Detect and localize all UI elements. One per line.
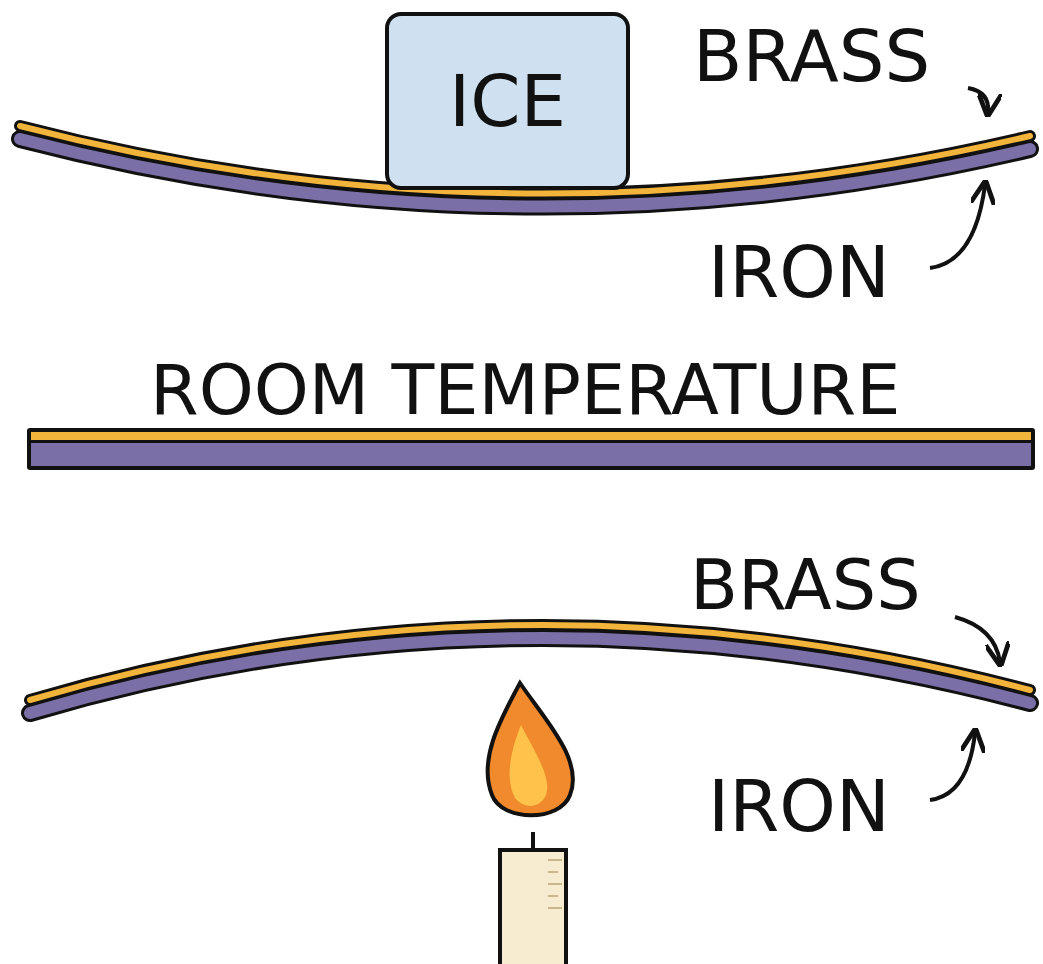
leader-arrow (930, 733, 975, 800)
bimetal-strip-room (27, 428, 1035, 470)
part-label: IRON (708, 236, 890, 308)
part-label: BRASS (693, 20, 930, 92)
leader-arrow (955, 617, 1000, 662)
node-label: ICE (449, 65, 566, 137)
part-label: IRON (708, 770, 890, 842)
part-label: ROOM TEMPERATURE (150, 355, 900, 425)
ice-block: ICE (385, 12, 630, 190)
candle (488, 683, 573, 964)
leader-arrow (930, 185, 985, 268)
leader-arrow (968, 88, 988, 112)
part-label: BRASS (690, 550, 921, 620)
